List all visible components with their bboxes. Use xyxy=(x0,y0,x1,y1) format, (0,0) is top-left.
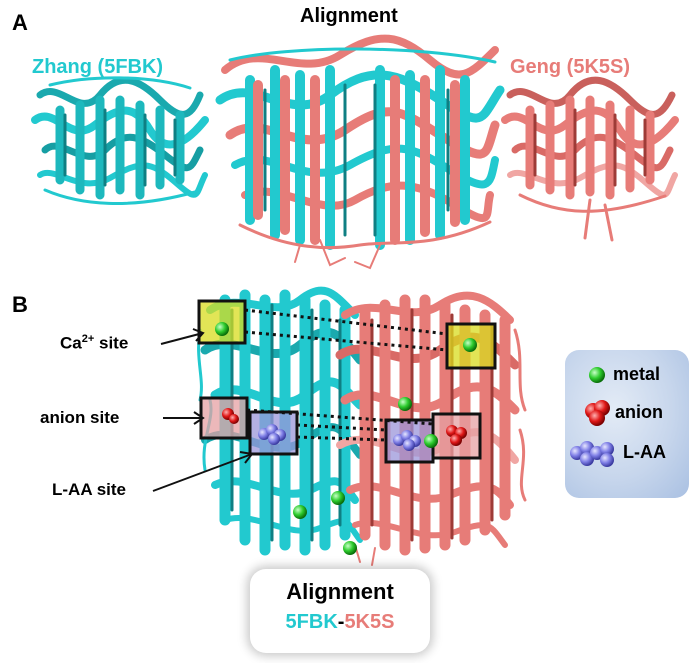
ligand-legend: metal anion L-AA xyxy=(565,350,689,498)
caption-id-5k5s: 5K5S xyxy=(344,611,395,633)
site-connector-lines xyxy=(244,308,448,442)
legend-metal-icon xyxy=(589,367,605,383)
ligand-laa-right xyxy=(393,430,421,451)
panel-a-title: Alignment xyxy=(300,5,398,27)
zhang-5fbk-label: Zhang (5FBK) xyxy=(32,56,164,78)
legend-anion-label: anion xyxy=(615,402,663,422)
ligand-anion-left xyxy=(222,408,239,424)
site-label-arrows xyxy=(152,328,254,492)
anion-site-label: anion site xyxy=(40,408,120,427)
laa-site-label: L-AA site xyxy=(52,480,126,499)
zhang-5fbk-structure xyxy=(31,76,209,206)
caption-pdb-pair: 5FBK-5K5S xyxy=(250,611,430,634)
ca-site-label-suffix: site xyxy=(94,333,129,353)
caption-id-5fbk: 5FBK xyxy=(285,611,338,633)
ca-site-label-ca: Ca xyxy=(60,333,82,353)
ligand-ca-right xyxy=(463,338,477,352)
geng-5k5s-structure xyxy=(501,76,679,242)
alignment-caption-box: Alignment 5FBK-5K5S xyxy=(250,569,430,653)
panel-letter-a: A xyxy=(12,10,28,35)
legend-laa-label: L-AA xyxy=(623,442,666,462)
panel-letter-b: B xyxy=(12,292,28,317)
ca-site-label: Ca2+ site xyxy=(60,333,128,354)
caption-separator: - xyxy=(337,611,345,633)
geng-5k5s-label: Geng (5K5S) xyxy=(510,56,631,78)
alignment-overlay-structure xyxy=(215,34,505,270)
legend-anion-icon xyxy=(589,410,605,426)
ligand-anion-right xyxy=(446,425,467,446)
ca-site-label-superscript: 2+ xyxy=(81,333,95,345)
ligand-ca-left xyxy=(215,322,229,336)
caption-title: Alignment xyxy=(286,579,394,604)
legend-symbols xyxy=(570,367,614,467)
ligand-laa-left xyxy=(258,424,286,445)
legend-metal-label: metal xyxy=(613,364,661,384)
legend-laa-icon xyxy=(600,453,614,467)
metal-ions xyxy=(293,397,438,555)
